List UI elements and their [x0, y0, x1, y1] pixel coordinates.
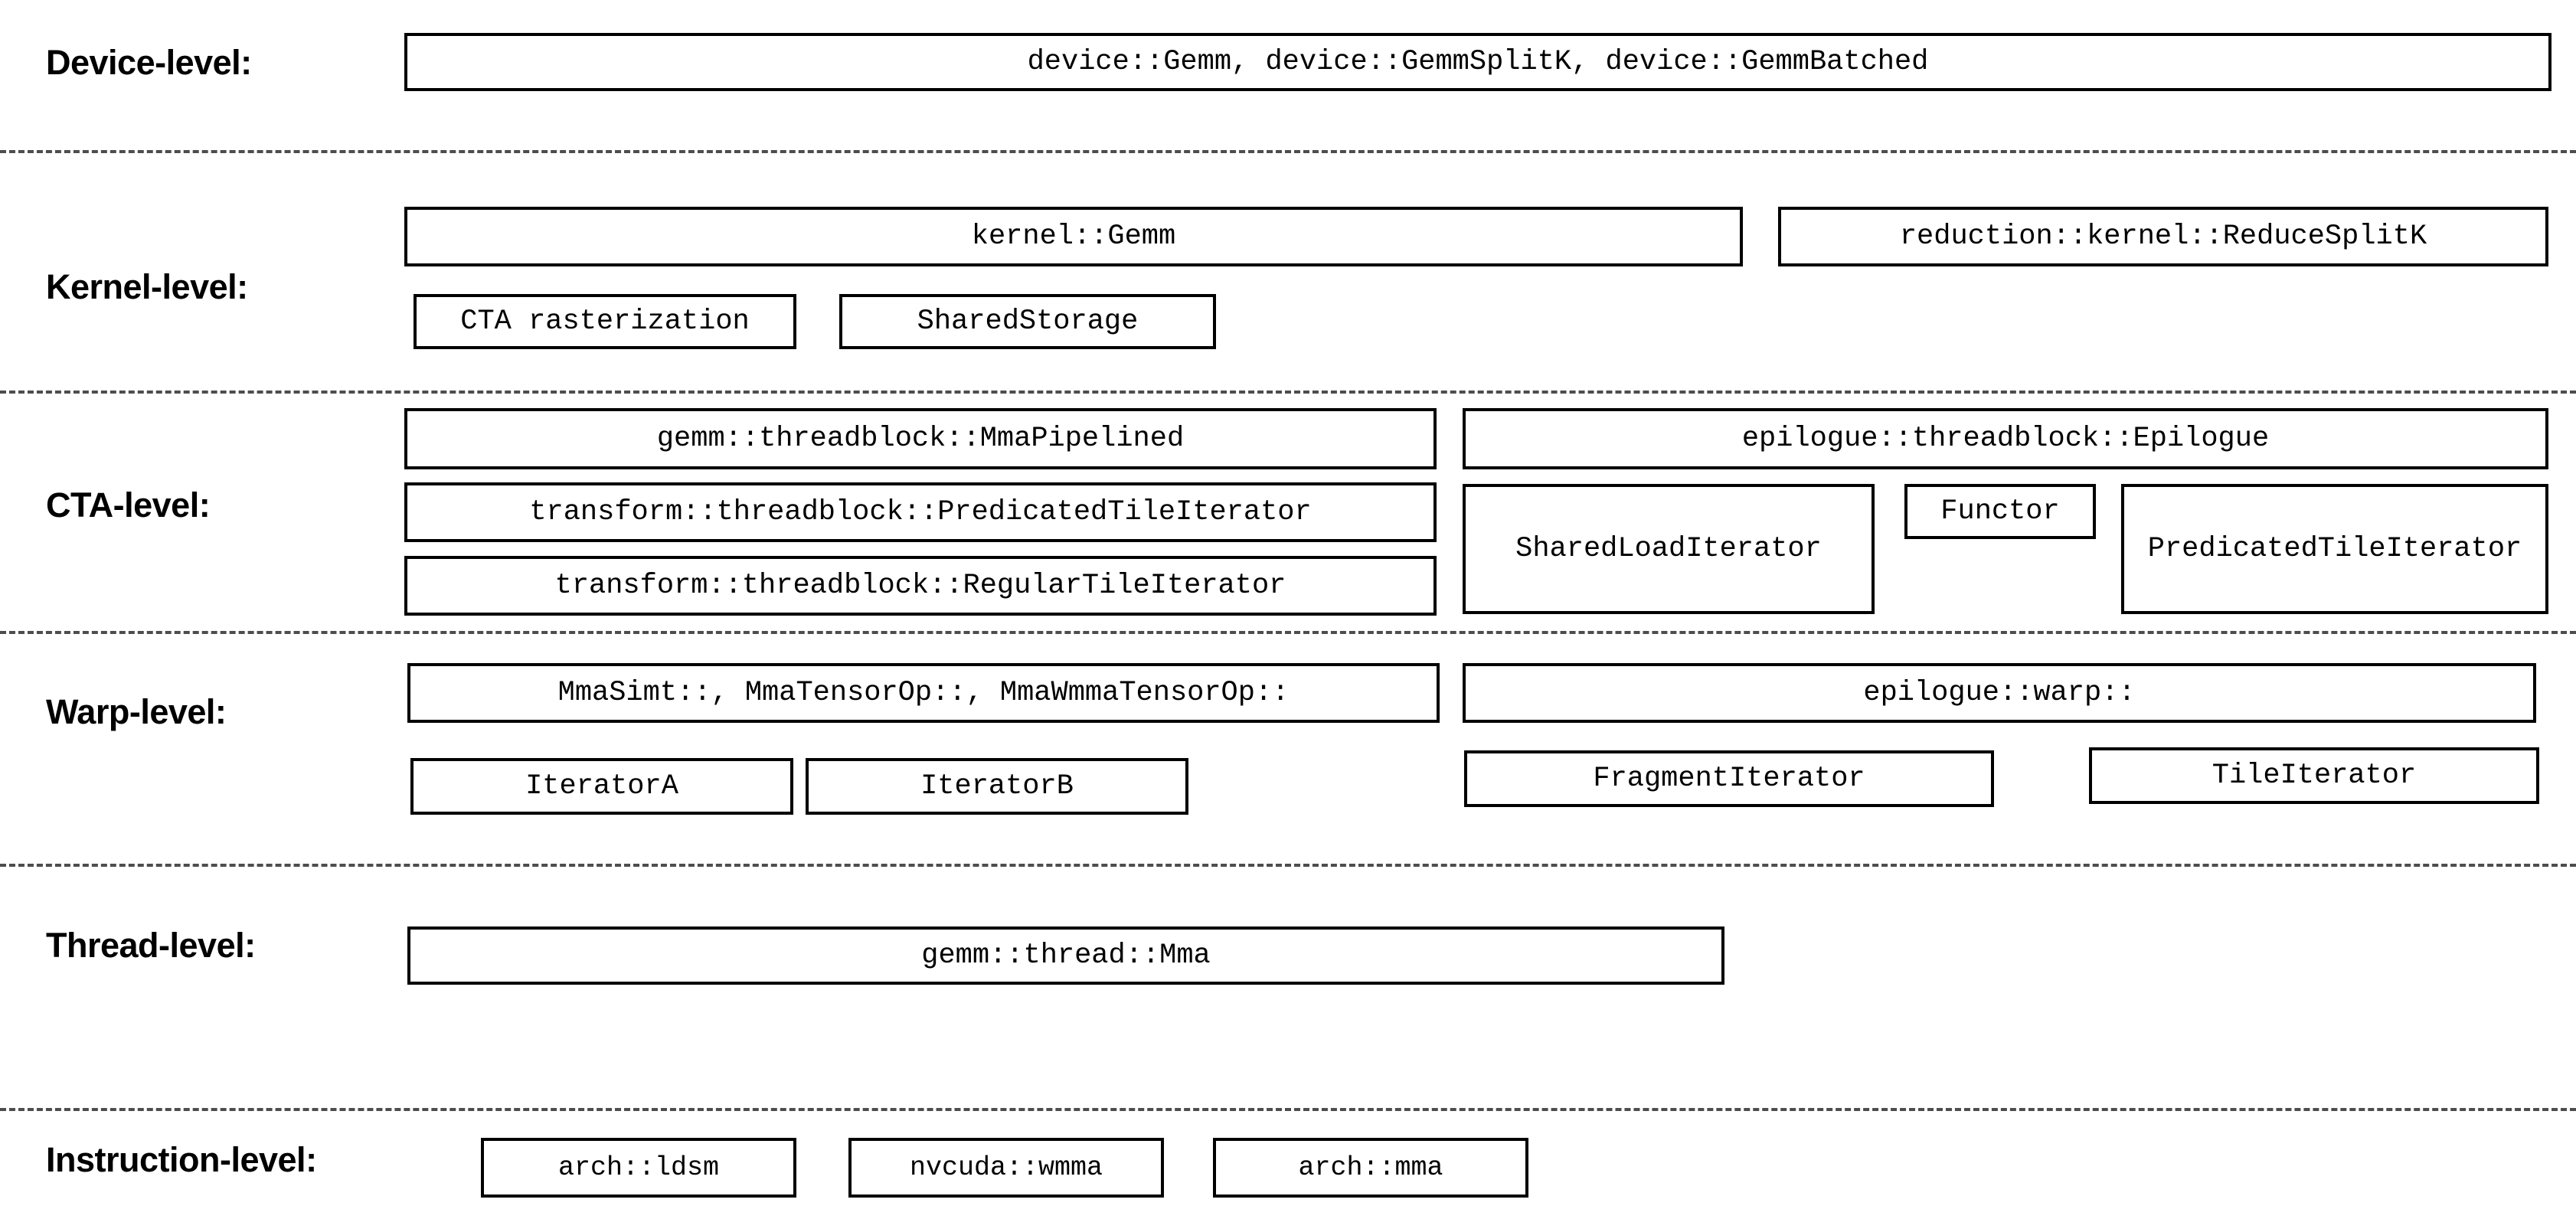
box-arch-ldsm-label: arch::ldsm	[557, 1152, 720, 1183]
box-epilogue-warp[interactable]: epilogue::warp::	[1463, 663, 2536, 723]
box-kernel-gemm-label: kernel::Gemm	[971, 220, 1176, 253]
box-tileiterator[interactable]: TileIterator	[2089, 747, 2539, 804]
box-arch-mma-label: arch::mma	[1298, 1152, 1443, 1183]
box-fragmentiterator-label: FragmentIterator	[1593, 762, 1865, 795]
level-label-warp: Warp-level:	[46, 692, 227, 731]
box-mma-warp-ops[interactable]: MmaSimt::, MmaTensorOp::, MmaWmmaTensorO…	[407, 663, 1440, 723]
level-label-kernel: Kernel-level:	[46, 267, 248, 306]
box-epilogue-threadblock-epilogue-label: epilogue::threadblock::Epilogue	[1741, 422, 2270, 455]
box-sharedloaditerator-label: SharedLoadIterator	[1515, 532, 1822, 565]
box-iterator-b-label: IteratorB	[920, 770, 1074, 802]
box-transform-threadblock-regulartileiterator-label: transform::threadblock::RegularTileItera…	[554, 569, 1286, 602]
level-label-cta: CTA-level:	[46, 485, 211, 525]
box-iterator-a-label: IteratorA	[525, 770, 678, 802]
box-epilogue-warp-label: epilogue::warp::	[1863, 676, 2136, 709]
box-device-gemm[interactable]: device::Gemm, device::GemmSplitK, device…	[404, 33, 2551, 91]
box-transform-threadblock-regulartileiterator[interactable]: transform::threadblock::RegularTileItera…	[404, 556, 1437, 616]
box-arch-mma[interactable]: arch::mma	[1213, 1138, 1528, 1198]
box-functor-label: Functor	[1940, 495, 2060, 528]
box-functor[interactable]: Functor	[1904, 484, 2096, 539]
box-reduction-kernel-reducesplitk[interactable]: reduction::kernel::ReduceSplitK	[1778, 207, 2548, 266]
box-reduction-kernel-reducesplitk-label: reduction::kernel::ReduceSplitK	[1899, 220, 2427, 253]
box-arch-ldsm[interactable]: arch::ldsm	[481, 1138, 796, 1198]
level-label-device: Device-level:	[46, 43, 252, 82]
box-tileiterator-label: TileIterator	[2212, 759, 2417, 792]
box-cta-rasterization-label: CTA rasterization	[460, 305, 750, 338]
box-fragmentiterator[interactable]: FragmentIterator	[1464, 750, 1994, 807]
box-predicatedtileiterator[interactable]: PredicatedTileIterator	[2121, 484, 2548, 614]
box-transform-threadblock-predicatedtileiterator-label: transform::threadblock::PredicatedTileIt…	[529, 495, 1312, 528]
box-gemm-threadblock-mmapipelined[interactable]: gemm::threadblock::MmaPipelined	[404, 408, 1437, 469]
box-epilogue-threadblock-epilogue[interactable]: epilogue::threadblock::Epilogue	[1463, 408, 2548, 469]
box-shared-storage-label: SharedStorage	[917, 305, 1139, 338]
box-predicatedtileiterator-label: PredicatedTileIterator	[2147, 532, 2522, 565]
box-gemm-thread-mma-label: gemm::thread::Mma	[921, 939, 1211, 972]
divider-thread-instruction	[0, 1108, 2576, 1111]
box-cta-rasterization[interactable]: CTA rasterization	[414, 294, 796, 349]
box-device-gemm-label: device::Gemm, device::GemmSplitK, device…	[1027, 45, 1929, 78]
box-gemm-thread-mma[interactable]: gemm::thread::Mma	[407, 927, 1724, 985]
box-sharedloaditerator[interactable]: SharedLoadIterator	[1463, 484, 1875, 614]
level-label-instruction: Instruction-level:	[46, 1140, 317, 1179]
box-gemm-threadblock-mmapipelined-label: gemm::threadblock::MmaPipelined	[656, 422, 1185, 455]
box-iterator-b[interactable]: IteratorB	[806, 758, 1188, 815]
box-kernel-gemm[interactable]: kernel::Gemm	[404, 207, 1743, 266]
box-transform-threadblock-predicatedtileiterator[interactable]: transform::threadblock::PredicatedTileIt…	[404, 482, 1437, 542]
level-label-thread: Thread-level:	[46, 926, 256, 965]
divider-warp-thread	[0, 864, 2576, 867]
divider-device-kernel	[0, 150, 2576, 153]
box-mma-warp-ops-label: MmaSimt::, MmaTensorOp::, MmaWmmaTensorO…	[557, 676, 1290, 709]
box-nvcuda-wmma[interactable]: nvcuda::wmma	[848, 1138, 1164, 1198]
box-shared-storage[interactable]: SharedStorage	[839, 294, 1216, 349]
divider-kernel-cta	[0, 391, 2576, 394]
box-nvcuda-wmma-label: nvcuda::wmma	[909, 1152, 1103, 1183]
box-iterator-a[interactable]: IteratorA	[410, 758, 793, 815]
divider-cta-warp	[0, 631, 2576, 634]
